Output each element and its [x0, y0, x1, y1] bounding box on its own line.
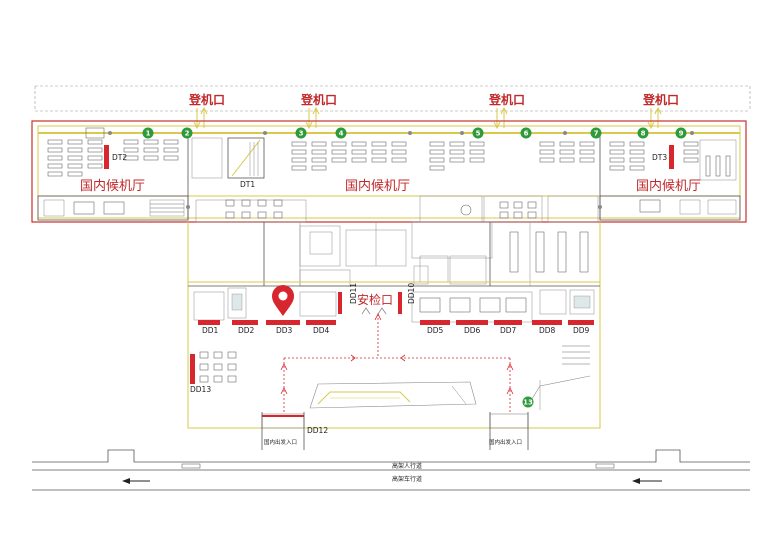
svg-text:DD2: DD2	[238, 326, 255, 335]
gate-markers: 1 2 3 4 5 6 7 8	[142, 127, 687, 139]
svg-text:1: 1	[146, 130, 151, 138]
gate-marker-3[interactable]: 3	[295, 127, 307, 139]
boarding-label: 登机口	[488, 92, 525, 107]
departure-hall	[187, 281, 601, 429]
svg-text:6: 6	[524, 130, 529, 138]
gate-marker-8[interactable]: 8	[637, 127, 649, 139]
counter-dd8[interactable]: DD8	[532, 320, 562, 335]
concourse-lower-furniture	[43, 199, 737, 219]
gate-marker-2[interactable]: 2	[181, 127, 193, 139]
counter-dd5[interactable]: DD5	[420, 320, 450, 335]
concourse-walls	[37, 133, 741, 223]
svg-text:DD1: DD1	[202, 326, 219, 335]
svg-text:DD3: DD3	[276, 326, 293, 335]
svg-text:8: 8	[641, 130, 646, 138]
counter-dd3[interactable]: DD3	[266, 320, 300, 335]
counter-dd9[interactable]: DD9	[568, 320, 594, 335]
guidance-paths	[280, 313, 514, 412]
svg-text:4: 4	[339, 130, 344, 138]
svg-text:9: 9	[679, 130, 684, 138]
entrance-left-label: 国内出发入口	[264, 438, 297, 446]
svg-text:13: 13	[523, 399, 533, 407]
hall-label-center: 国内候机厅	[345, 178, 410, 194]
entrance-left[interactable]: 国内出发入口 DD12	[261, 412, 328, 450]
svg-text:3: 3	[299, 130, 304, 138]
gate-marker-9[interactable]: 9	[675, 127, 687, 139]
seating-hall-left	[199, 351, 237, 383]
counter-dd2[interactable]: DD2	[232, 320, 258, 335]
entrance-right-label: 国内出发入口	[489, 438, 522, 446]
hall-label-left: 国内候机厅	[80, 178, 145, 194]
counter-dd13[interactable]: DD13	[190, 354, 211, 394]
counter-dd7[interactable]: DD7	[494, 320, 522, 335]
gate-marker-13[interactable]: 13	[522, 396, 534, 408]
security-area: DD11 安检口 DD10	[338, 283, 416, 315]
elevator-dt2-label: DT2	[112, 153, 127, 162]
location-pin-icon[interactable]	[272, 285, 294, 316]
svg-text:DD4: DD4	[313, 326, 330, 335]
svg-text:DD5: DD5	[427, 326, 444, 335]
svg-text:7: 7	[594, 130, 599, 138]
arrow-left-icon	[632, 478, 662, 484]
svg-text:DD8: DD8	[539, 326, 556, 335]
entrance-right[interactable]: 国内出发入口	[489, 412, 529, 450]
svg-text:5: 5	[476, 130, 481, 138]
dd10-label: DD10	[407, 283, 416, 304]
elevator-dt2-marker	[104, 145, 109, 169]
dd10-marker	[398, 292, 402, 314]
svg-text:2: 2	[185, 130, 190, 138]
escalator-ramp	[309, 381, 477, 409]
gate-marker-5[interactable]: 5	[472, 127, 484, 139]
boarding-gate-label-4: 登机口	[642, 92, 679, 130]
counter-dd6[interactable]: DD6	[456, 320, 488, 335]
checkin-counters: DD1 DD2 DD3 DD4 DD5 DD6 DD7 DD8	[198, 320, 594, 335]
gate-marker-4[interactable]: 4	[335, 127, 347, 139]
svg-text:DD9: DD9	[573, 326, 590, 335]
svg-text:DD7: DD7	[500, 326, 517, 335]
boarding-label: 登机口	[188, 92, 225, 107]
concourse-border	[31, 120, 747, 223]
seating-left	[47, 127, 179, 177]
dd11-label: DD11	[349, 283, 358, 304]
svg-text:DD6: DD6	[464, 326, 481, 335]
gate-13-area	[529, 375, 591, 410]
hall-label-right: 国内候机厅	[636, 178, 701, 194]
stairs-dt1	[231, 139, 261, 177]
boarding-band	[34, 85, 751, 112]
boarding-gate-label-3: 登机口	[488, 92, 525, 130]
security-label: 安检口	[357, 292, 393, 307]
elevated-road: 高架人行道 高架车行道	[32, 449, 750, 491]
elevator-dt3-label: DT3	[652, 153, 667, 162]
boarding-label: 登机口	[300, 92, 337, 107]
corridor-dots	[108, 131, 694, 209]
counter-dd4[interactable]: DD4	[306, 320, 336, 335]
vehicle-road-label: 高架车行道	[392, 475, 422, 483]
dd11-marker	[338, 292, 342, 314]
elevator-dt1-label: DT1	[240, 180, 255, 189]
arrow-left-icon	[122, 478, 150, 484]
gate-marker-6[interactable]: 6	[520, 127, 532, 139]
seating-center	[291, 141, 595, 171]
gate-marker-7[interactable]: 7	[590, 127, 602, 139]
boarding-label: 登机口	[642, 92, 679, 107]
dd12-label: DD12	[307, 426, 328, 435]
svg-text:DD13: DD13	[190, 385, 211, 394]
boarding-gate-label-2: 登机口	[300, 92, 337, 130]
pedestrian-road-label: 高架人行道	[392, 462, 422, 470]
gate-marker-1[interactable]: 1	[142, 127, 154, 139]
elevator-dt3-marker	[669, 145, 674, 169]
counter-dd1[interactable]: DD1	[198, 320, 220, 335]
boarding-gate-label-1: 登机口	[188, 92, 225, 130]
seating-right	[609, 141, 731, 177]
